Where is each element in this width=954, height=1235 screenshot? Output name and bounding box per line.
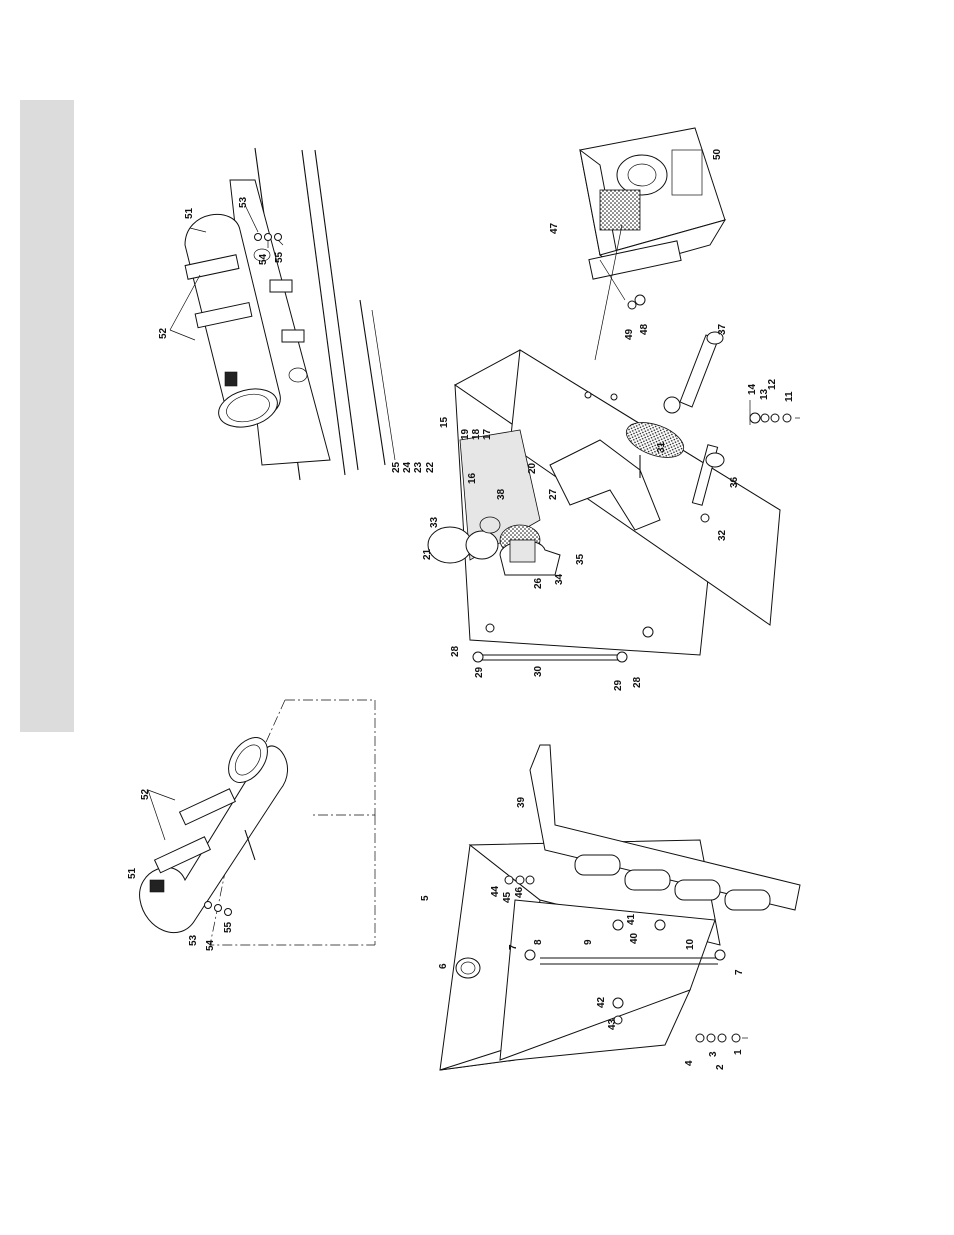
callout-15: 15: [439, 416, 450, 428]
callout-18: 18: [471, 428, 482, 440]
callout-42: 42: [596, 996, 607, 1008]
callout-55: 55: [223, 921, 234, 933]
callout-34: 34: [554, 573, 565, 585]
callout-51: 51: [127, 867, 138, 879]
callout-16: 16: [467, 472, 478, 484]
callout-43: 43: [607, 1018, 618, 1030]
callout-29: 29: [474, 666, 485, 678]
callout-41: 41: [626, 913, 637, 925]
callout-30: 30: [533, 665, 544, 677]
callout-50: 50: [712, 148, 723, 160]
callout-35: 35: [575, 553, 586, 565]
callout-29: 29: [613, 679, 624, 691]
callout-38: 38: [496, 488, 507, 500]
callout-39: 39: [516, 796, 527, 808]
callout-52: 52: [140, 788, 151, 800]
callout-49: 49: [624, 328, 635, 340]
callout-26: 26: [533, 577, 544, 589]
callout-54: 54: [258, 253, 269, 265]
callout-51: 51: [184, 207, 195, 219]
callout-4: 4: [684, 1060, 695, 1066]
callout-7: 7: [734, 969, 745, 975]
callout-3: 3: [708, 1051, 719, 1057]
callout-52: 52: [158, 327, 169, 339]
callout-53: 53: [188, 934, 199, 946]
callout-14: 14: [747, 383, 758, 395]
fuel-tank-assembly: [440, 745, 800, 1070]
callout-48: 48: [639, 323, 650, 335]
callout-23: 23: [413, 461, 424, 473]
callout-21: 21: [422, 548, 433, 560]
callout-10: 10: [685, 938, 696, 950]
callout-25: 25: [391, 461, 402, 473]
callout-12: 12: [767, 378, 778, 390]
heater-assembly-side-view: [140, 700, 375, 945]
callout-53: 53: [238, 196, 249, 208]
callout-31: 31: [656, 441, 667, 453]
main-tank-assembly: [428, 332, 800, 662]
callout-55: 55: [274, 251, 285, 263]
callout-1: 1: [733, 1049, 744, 1055]
callout-20: 20: [527, 462, 538, 474]
callout-27: 27: [548, 488, 559, 500]
callout-19: 19: [460, 428, 471, 440]
callout-36: 36: [729, 476, 740, 488]
callout-33: 33: [429, 516, 440, 528]
callout-2: 2: [715, 1064, 726, 1070]
callout-40: 40: [629, 932, 640, 944]
callout-5: 5: [420, 895, 431, 901]
callout-45: 45: [502, 891, 513, 903]
callout-37: 37: [717, 323, 728, 335]
callout-28: 28: [632, 676, 643, 688]
callout-32: 32: [717, 529, 728, 541]
callout-17: 17: [482, 428, 493, 440]
callout-24: 24: [402, 461, 413, 473]
callout-47: 47: [549, 222, 560, 234]
callout-7: 7: [508, 944, 519, 950]
callout-46: 46: [514, 886, 525, 898]
control-box: [580, 128, 725, 360]
callout-11: 11: [784, 391, 795, 402]
callout-22: 22: [425, 461, 436, 473]
callout-9: 9: [583, 939, 594, 945]
callout-8: 8: [533, 939, 544, 945]
callout-28: 28: [450, 645, 461, 657]
callout-54: 54: [205, 939, 216, 951]
callout-44: 44: [490, 885, 501, 897]
heater-assembly-top-view: [170, 148, 395, 480]
callout-6: 6: [438, 963, 449, 969]
